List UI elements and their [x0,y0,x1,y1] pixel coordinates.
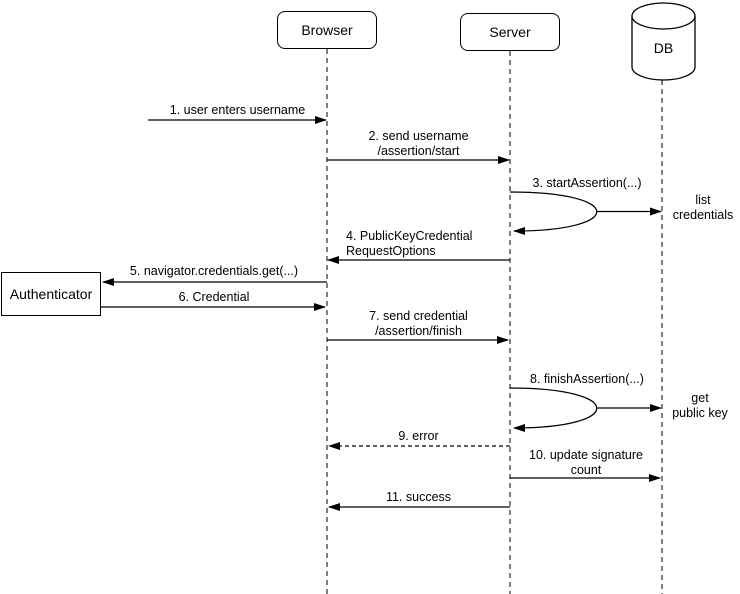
message-1-label: 1. user enters username [169,103,306,117]
actor-browser-label: Browser [301,22,353,38]
actor-authenticator-label: Authenticator [9,286,93,302]
actor-db-label: DB [653,40,674,56]
message-3-self-call-arc [509,191,598,235]
annotation-list-credentials: list credentials [672,193,734,222]
message-9-label: 9. error [398,429,439,443]
message-8-self-call-arc [509,387,598,432]
actor-authenticator: Authenticator [1,272,101,316]
actor-browser: Browser [277,11,377,49]
message-2-label: 2. send username /assertion/start [368,129,469,158]
message-3-label: 3. startAssertion(...) [532,176,642,190]
message-10-label: 10. update signature count [529,448,643,477]
actor-server: Server [460,13,560,51]
db-cylinder-shape [631,2,696,81]
message-7-label: 7. send credential /assertion/finish [369,309,468,338]
annotation-get-public-key: get public key [672,391,728,420]
message-5-label: 5. navigator.credentials.get(...) [129,264,299,278]
message-6-label: 6. Credential [178,290,250,304]
message-8-label: 8. finishAssertion(...) [530,372,644,386]
message-11-label: 11. success [385,490,452,504]
message-4-label: 4. PublicKeyCredential RequestOptions [346,229,473,258]
actor-server-label: Server [489,24,531,40]
